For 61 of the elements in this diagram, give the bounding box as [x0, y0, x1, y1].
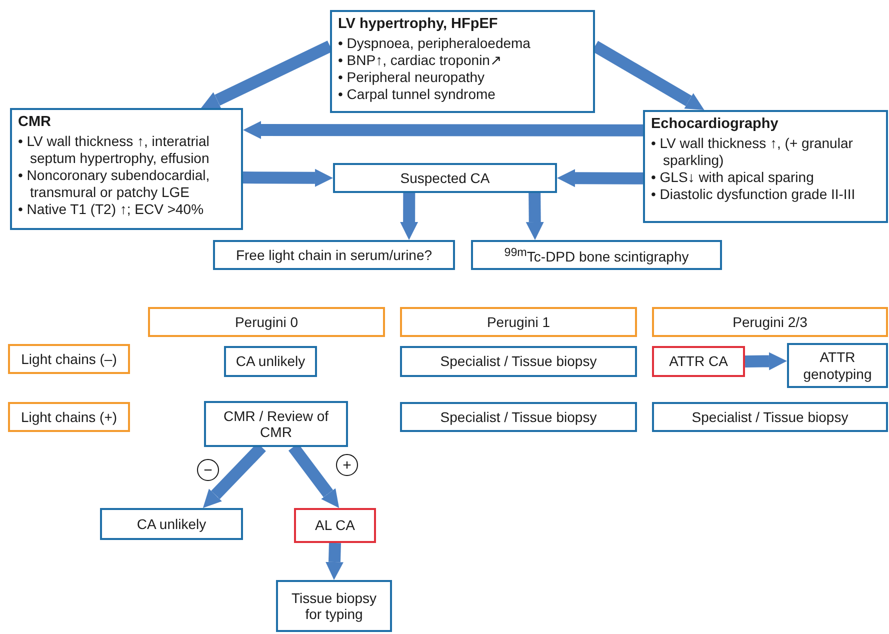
- process-box: [400, 307, 637, 337]
- bullet-item: • Noncoronary subendocardial, transmural or patchy LGE: [18, 166, 211, 201]
- process-box: [643, 110, 888, 223]
- process-box: [148, 307, 385, 337]
- box-heading: LV hypertrophy, HFpEF: [338, 16, 499, 33]
- process-box: [330, 10, 595, 113]
- process-box: [213, 240, 455, 270]
- bullet-item: • Carpal tunnel syndrome: [338, 86, 496, 103]
- bullet-item: • Peripheral neuropathy: [338, 68, 486, 86]
- block-arrow: [744, 352, 787, 370]
- process-box: [400, 402, 637, 432]
- bullet-item: • LV wall thickness ↑, interatrial septum hypertrophy, effusion: [18, 132, 210, 167]
- process-box: [224, 346, 317, 377]
- box-label: Perugini 0: [234, 314, 298, 330]
- circled-sign: +: [336, 454, 358, 476]
- process-box: [787, 343, 888, 388]
- process-box: [8, 344, 130, 374]
- bullet-item: • LV wall thickness ↑, (+ granular sparkling): [651, 134, 854, 169]
- box-label: Specialist / Tissue biopsy: [692, 408, 848, 426]
- process-box: [294, 508, 376, 543]
- process-box: [333, 163, 557, 193]
- process-box: [652, 307, 888, 337]
- box-label: CA unlikely: [136, 516, 206, 532]
- box-label: Perugini 2/3: [732, 314, 808, 330]
- block-arrow: [243, 120, 643, 139]
- box-label: Specialist / Tissue biopsy: [440, 353, 597, 370]
- block-arrow: [242, 168, 333, 187]
- box-label: Suspected CA: [400, 170, 490, 186]
- box-label: ATTR genotyping: [802, 349, 873, 382]
- process-box: [8, 402, 130, 432]
- bullet-item: • GLS↓ with apical sparing: [651, 168, 815, 186]
- process-box: [10, 108, 243, 230]
- circled-sign: −: [197, 459, 219, 481]
- box-label: Perugini 1: [486, 314, 550, 330]
- process-box: [276, 580, 392, 632]
- box-label: Free light chain in serum/urine?: [236, 246, 432, 264]
- box-label: Tissue biopsy for typing: [290, 590, 378, 622]
- bullet-item: • Diastolic dysfunction grade II-III: [651, 186, 856, 203]
- box-heading: Echocardiography: [651, 116, 780, 133]
- process-box: [471, 240, 722, 270]
- block-arrow: [326, 542, 344, 580]
- box-label: ATTR CA: [669, 353, 728, 370]
- box-label: Specialist / Tissue biopsy: [440, 408, 597, 426]
- process-box: [204, 401, 348, 447]
- box-label: AL CA: [315, 517, 355, 534]
- box-label: CMR / Review of CMR: [222, 408, 330, 440]
- bullet-item: • Native T1 (T2) ↑; ECV >40%: [18, 200, 205, 218]
- bullet-item: • Dyspnoea, peripheraloedema: [338, 34, 532, 52]
- box-label: Light chains (+): [20, 408, 118, 426]
- box-heading: CMR: [18, 114, 52, 131]
- process-box: [100, 508, 243, 540]
- bullet-item: • BNP↑, cardiac troponin↗: [338, 52, 503, 69]
- block-arrow: [400, 192, 418, 240]
- block-arrow: [557, 169, 644, 188]
- process-box: [652, 402, 888, 432]
- process-box: [400, 346, 637, 377]
- block-arrow: [526, 192, 544, 240]
- process-box: [652, 346, 745, 377]
- box-label: CA unlikely: [236, 353, 306, 370]
- box-label: $^{99m}$Tc-DPD bone scintigraphy: [504, 246, 689, 264]
- box-label: Light chains (–): [21, 350, 117, 368]
